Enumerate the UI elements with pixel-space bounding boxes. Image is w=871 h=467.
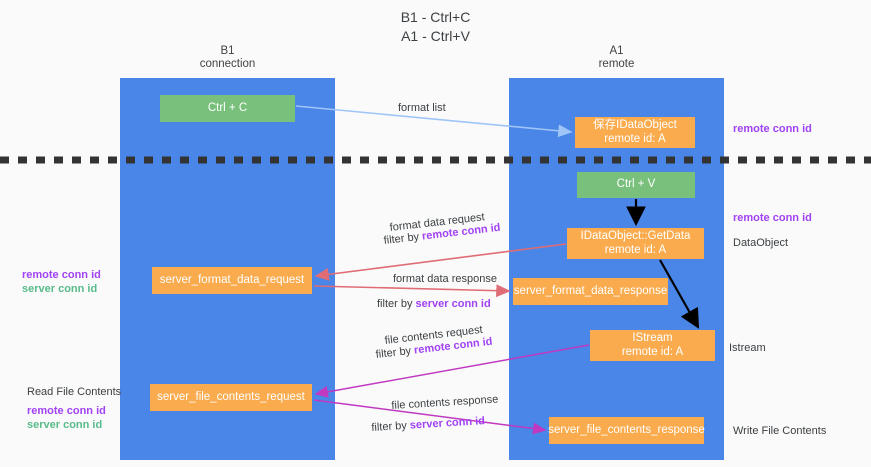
lane-header-a1-name: A1 <box>609 45 624 57</box>
title-line-2: A1 - Ctrl+V <box>401 28 470 44</box>
lane-header-b1-name: B1 <box>220 45 235 57</box>
filter-key-server-conn-id: server conn id <box>415 298 491 310</box>
filter-prefix: filter by <box>375 344 415 361</box>
node-idataobject-getdata-line2: remote id: A <box>604 243 667 256</box>
annotation-format-remote-conn-id: remote conn id <box>22 269 101 281</box>
node-server-format-data-response-label: server_format_data_response <box>513 284 668 297</box>
node-ctrl-c-label: Ctrl + C <box>207 101 248 114</box>
node-server-format-data-request-label: server_format_data_request <box>159 273 305 286</box>
lane-header-b1: B1 connection <box>120 45 335 71</box>
annotation-read-file-contents-group: Read File Contents remote conn id server… <box>27 385 121 432</box>
node-server-file-contents-response[interactable]: server_file_contents_response <box>548 417 705 444</box>
title-line-1: B1 - Ctrl+C <box>400 9 471 25</box>
annotation-dataobject: DataObject <box>733 236 788 250</box>
annotation-file-server-conn-id: server conn id <box>27 419 103 431</box>
node-ctrl-c[interactable]: Ctrl + C <box>160 95 295 122</box>
filter-prefix: filter by <box>383 230 423 247</box>
edge-format-data-response <box>313 284 511 298</box>
edge-label-format-data-response-filter: filter by server conn id <box>377 297 491 311</box>
edge-label-file-contents-response-filter: filter by server conn id <box>371 414 485 435</box>
node-idataobject-getdata[interactable]: IDataObject::GetData remote id: A <box>567 228 704 259</box>
node-ctrl-v[interactable]: Ctrl + V <box>577 172 695 198</box>
annotation-file-remote-conn-id: remote conn id <box>27 405 106 417</box>
node-save-idataobject-line2: remote id: A <box>604 132 666 145</box>
lane-header-a1: A1 remote <box>509 45 724 71</box>
node-server-format-data-request[interactable]: server_format_data_request <box>152 267 312 294</box>
node-server-format-data-response[interactable]: server_format_data_response <box>513 278 668 305</box>
annotation-remote-conn-id-mid: remote conn id <box>733 211 812 225</box>
node-istream-line2: remote id: A <box>621 345 684 358</box>
annotation-istream: Istream <box>729 341 766 355</box>
annotation-dataobject-text: DataObject <box>733 237 789 249</box>
annotation-remote-conn-id-mid-text: remote conn id <box>733 212 812 224</box>
annotation-format-server-conn-id: server conn id <box>22 283 98 295</box>
filter-key-server-conn-id: server conn id <box>409 415 486 432</box>
page-title: B1 - Ctrl+C A1 - Ctrl+V <box>0 8 871 46</box>
node-idataobject-getdata-line1: IDataObject::GetData <box>580 230 691 242</box>
node-server-file-contents-response-label: server_file_contents_response <box>548 423 705 436</box>
node-istream-line1: IStream <box>632 332 673 344</box>
annotation-remote-conn-id-top: remote conn id <box>733 122 812 136</box>
filter-prefix: filter by <box>377 298 416 310</box>
node-save-idataobject[interactable]: 保存IDataObject remote id: A <box>575 117 695 148</box>
lane-header-a1-role: remote <box>598 58 635 70</box>
filter-prefix: filter by <box>371 419 411 434</box>
annotation-remote-conn-id-top-text: remote conn id <box>733 123 812 135</box>
node-istream[interactable]: IStream remote id: A <box>590 330 715 361</box>
node-ctrl-v-label: Ctrl + V <box>616 178 656 191</box>
node-server-file-contents-request-label: server_file_contents_request <box>157 390 305 403</box>
node-server-file-contents-request[interactable]: server_file_contents_request <box>150 384 312 411</box>
lane-header-b1-role: connection <box>199 58 256 70</box>
edge-label-file-contents-response: file contents response <box>391 393 499 412</box>
edge-label-format-list: format list <box>398 102 446 114</box>
edge-label-format-data-response: format data response <box>393 273 497 285</box>
annotation-write-file-contents: Write File Contents <box>733 424 826 438</box>
node-save-idataobject-line1: 保存IDataObject <box>593 119 677 131</box>
annotation-read-file-contents: Read File Contents <box>27 386 122 398</box>
annotation-write-file-contents-text: Write File Contents <box>733 425 827 437</box>
annotation-istream-text: Istream <box>729 342 766 354</box>
annotation-format-conn-ids: remote conn id server conn id <box>22 268 101 296</box>
